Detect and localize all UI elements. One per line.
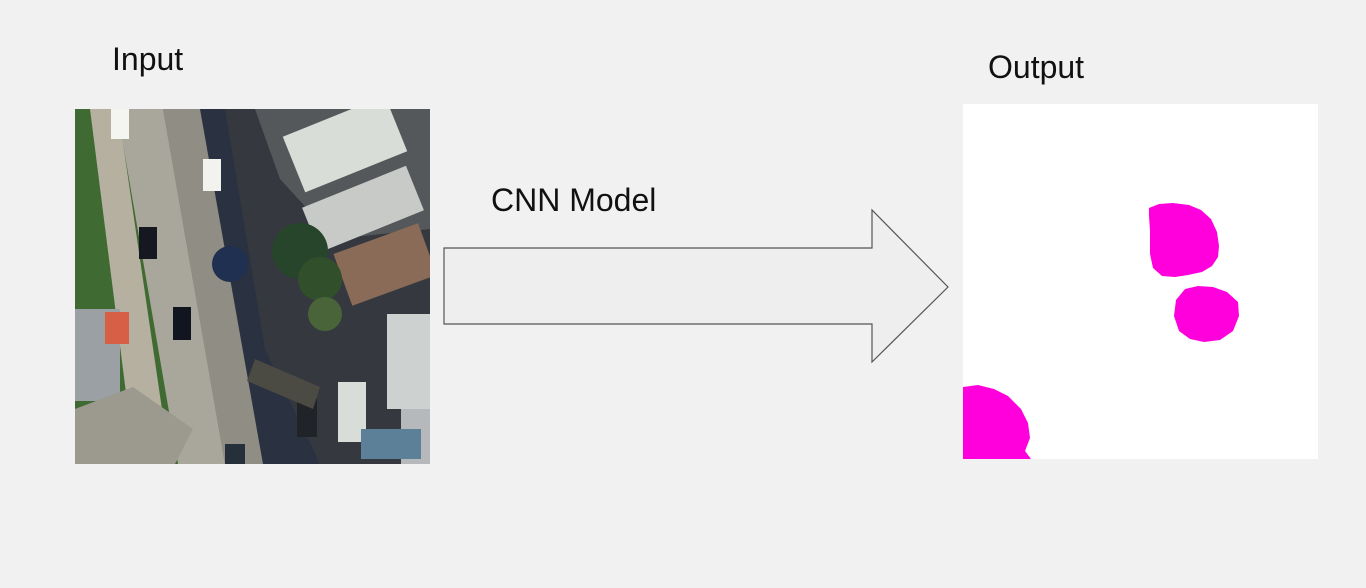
arrow-shape bbox=[443, 208, 949, 364]
satellite-image-illustration bbox=[75, 109, 430, 464]
right-arrow-icon bbox=[440, 205, 955, 370]
output-label: Output bbox=[988, 49, 1085, 85]
cnn-model-label: CNN Model bbox=[491, 182, 657, 218]
input-label: Input bbox=[112, 41, 184, 77]
mask-blob-1 bbox=[1149, 203, 1219, 277]
segmentation-mask-illustration bbox=[963, 104, 1318, 459]
segmentation-output-image bbox=[963, 104, 1318, 459]
mask-blob-2 bbox=[1174, 286, 1239, 342]
mask-blob-3 bbox=[963, 385, 1031, 459]
satellite-input-image bbox=[75, 109, 430, 464]
